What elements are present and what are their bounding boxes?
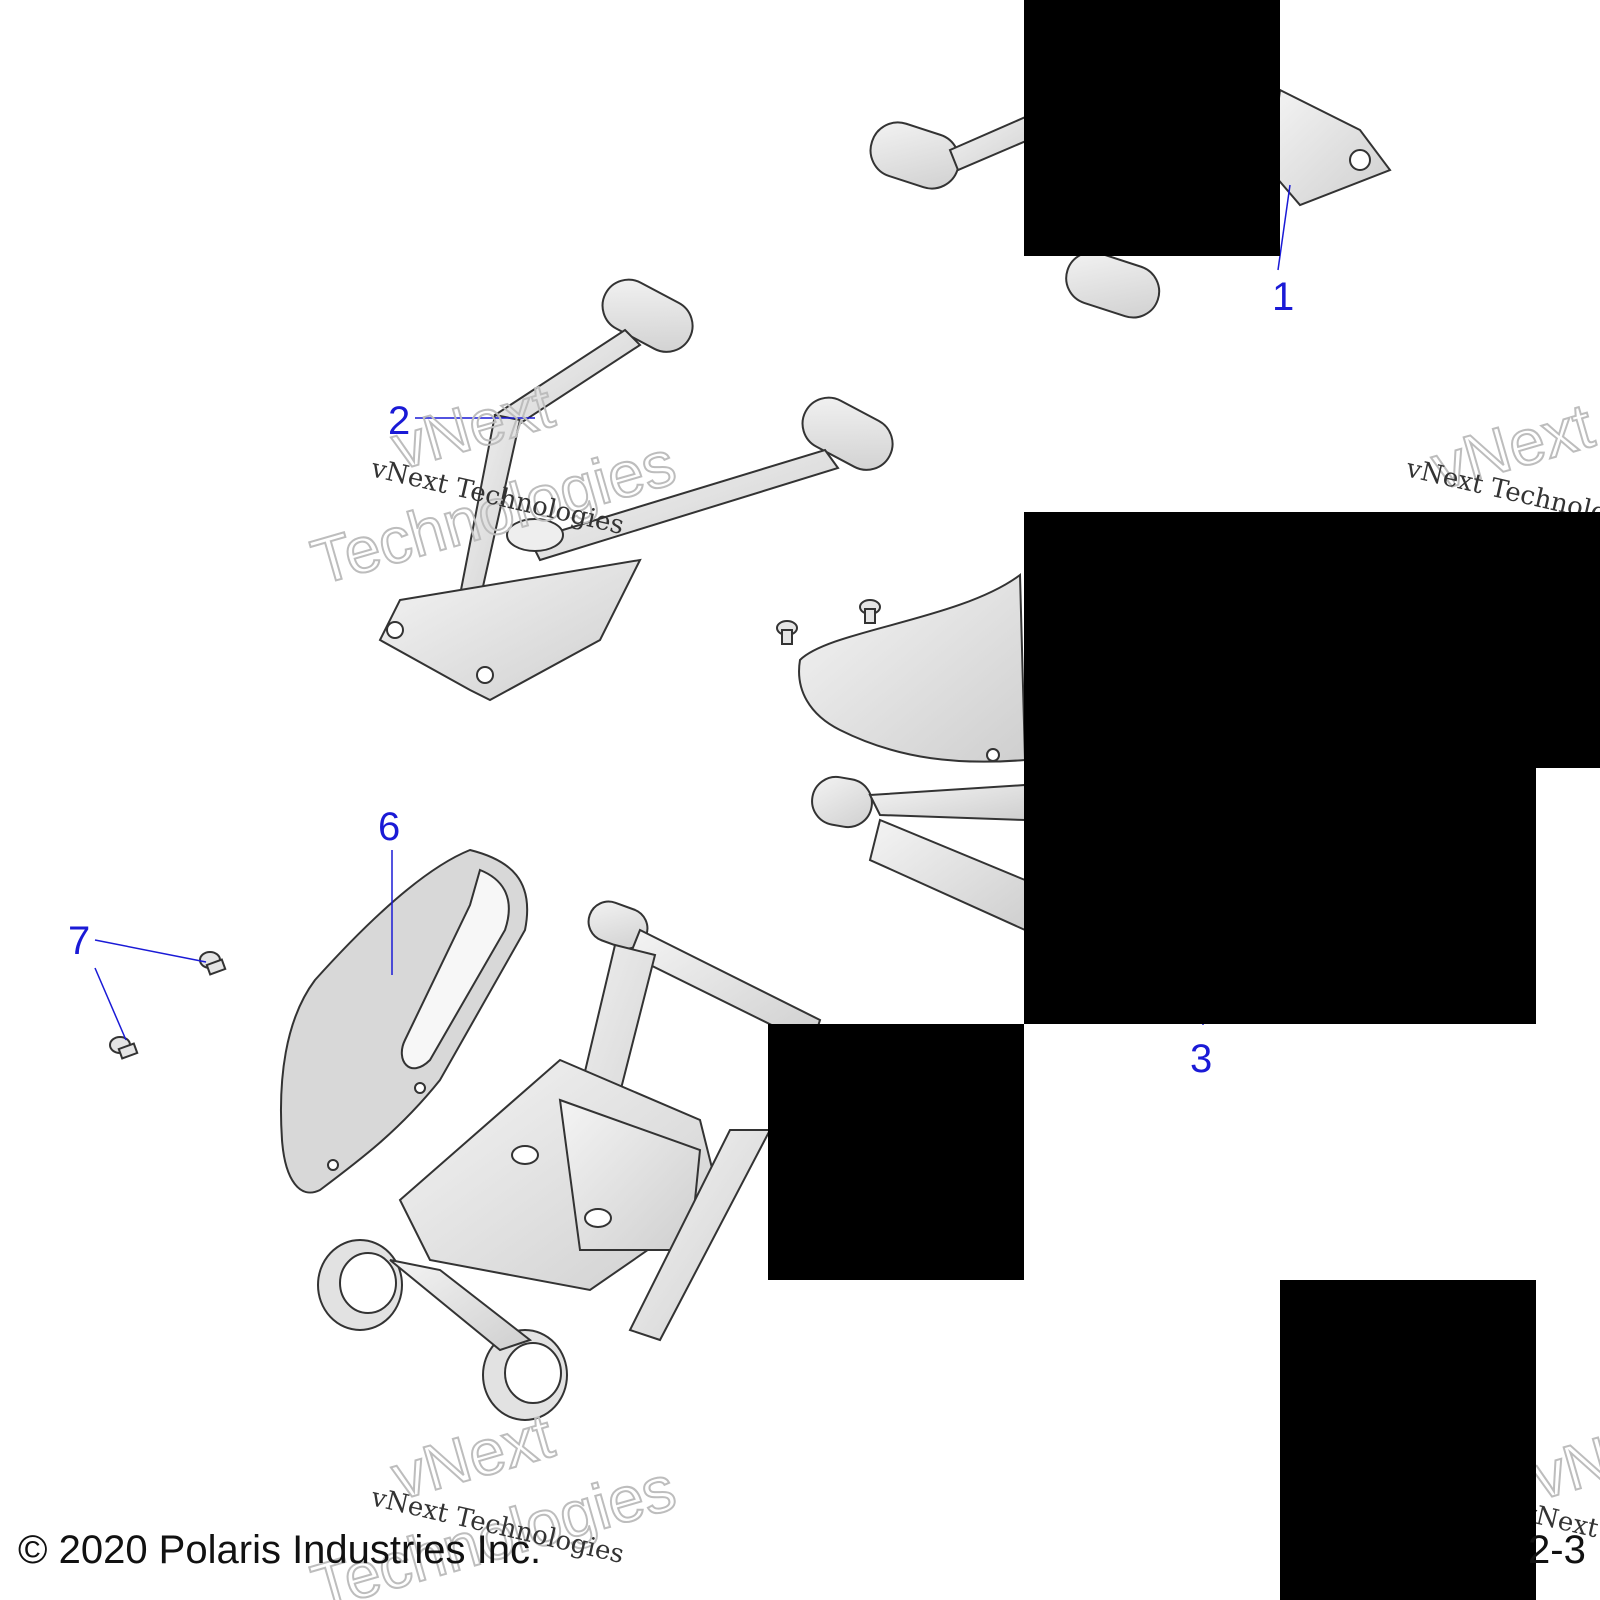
lower-control-arm-assembly	[317, 900, 822, 1421]
callout-2: 2	[388, 399, 410, 443]
callout-6: 6	[378, 805, 400, 849]
upper-control-arm-part-2	[378, 278, 894, 702]
bolt-part-7	[109, 951, 227, 1060]
upper-control-arm-part-1	[869, 88, 1392, 319]
callout-1: 1	[1272, 275, 1294, 319]
bolt-pair-upper	[776, 599, 881, 645]
redaction-block-3	[1024, 768, 1536, 1024]
redaction-block-2	[1024, 512, 1600, 768]
redaction-block-1	[1024, 0, 1280, 256]
copyright-notice: © 2020 Polaris Industries Inc.	[18, 1528, 542, 1572]
leader-lines	[94, 184, 1291, 1041]
callout-7: 7	[68, 919, 90, 963]
redaction-block-5	[1280, 1280, 1536, 1600]
lower-control-arm-part-3	[798, 573, 1027, 932]
redaction-block-4	[768, 1024, 1024, 1280]
callout-3: 3	[1190, 1037, 1212, 1081]
shield-part-6	[279, 848, 529, 1194]
page-code: 2-3	[1528, 1528, 1586, 1572]
